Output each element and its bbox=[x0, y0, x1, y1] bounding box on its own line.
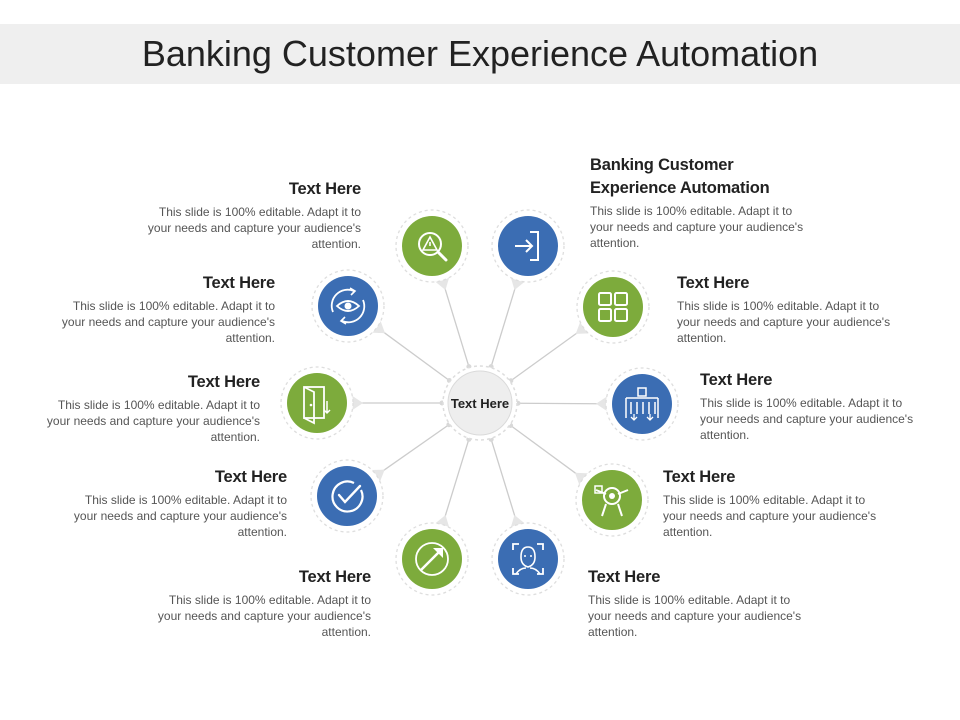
block-heading: Text Here bbox=[288, 180, 361, 198]
node-10 bbox=[311, 269, 386, 343]
text-block-8: Text Here This slide is 100% editable. A… bbox=[67, 466, 287, 540]
text-block-9: Text Here This slide is 100% editable. A… bbox=[40, 371, 260, 445]
building-icon bbox=[625, 387, 659, 421]
text-block-7: Text Here This slide is 100% editable. A… bbox=[151, 566, 371, 640]
target-person-icon bbox=[594, 485, 629, 517]
node-circle bbox=[498, 529, 558, 589]
block-body: This slide is 100% editable. Adapt it to… bbox=[700, 396, 914, 442]
exit-door-icon bbox=[515, 231, 539, 261]
node-circle bbox=[317, 466, 377, 526]
block-heading: Text Here bbox=[677, 274, 750, 292]
node-circle bbox=[287, 373, 347, 433]
check-circle-icon bbox=[331, 480, 364, 513]
node-1 bbox=[395, 209, 469, 290]
block-heading: Text Here bbox=[700, 371, 773, 389]
block-heading: Text Here bbox=[588, 568, 661, 586]
connector-line bbox=[490, 439, 516, 518]
block-body: This slide is 100% editable. Adapt it to… bbox=[677, 299, 891, 345]
block-body: This slide is 100% editable. Adapt it to… bbox=[588, 593, 802, 639]
connector-line bbox=[510, 332, 578, 382]
node-2 bbox=[491, 209, 565, 290]
node-3 bbox=[575, 270, 650, 344]
title-bar: Banking Customer Experience Automation bbox=[0, 24, 960, 84]
block-body: This slide is 100% editable. Adapt it to… bbox=[147, 205, 361, 251]
block-body: This slide is 100% editable. Adapt it to… bbox=[73, 493, 287, 539]
node-circle bbox=[612, 374, 672, 434]
arrow-target-icon bbox=[415, 542, 449, 576]
text-block-10: Text Here This slide is 100% editable. A… bbox=[55, 272, 275, 346]
block-heading: Text Here bbox=[663, 468, 736, 486]
node-pointer bbox=[510, 276, 526, 290]
block-heading: Text Here bbox=[214, 468, 287, 486]
hub-label: Text Here bbox=[451, 396, 509, 411]
block-heading: Banking Customer Experience Automation bbox=[590, 156, 770, 197]
grid-icon bbox=[598, 292, 628, 322]
node-circle bbox=[583, 277, 643, 337]
node-7 bbox=[395, 515, 469, 596]
eye-cycle-icon bbox=[330, 287, 366, 325]
connector-line bbox=[382, 424, 450, 472]
text-block-1: Text Here This slide is 100% editable. A… bbox=[141, 178, 361, 252]
connector-line bbox=[510, 424, 577, 475]
block-body: This slide is 100% editable. Adapt it to… bbox=[61, 299, 275, 345]
node-pointer bbox=[596, 395, 609, 412]
text-block-3: Text Here This slide is 100% editable. A… bbox=[677, 272, 897, 346]
text-block-4: Text Here This slide is 100% editable. A… bbox=[700, 369, 920, 443]
node-6 bbox=[491, 515, 565, 596]
connector-line bbox=[490, 287, 516, 367]
text-block-2: Banking Customer Experience Automation T… bbox=[590, 154, 810, 251]
door-icon bbox=[303, 386, 331, 425]
hub-circle bbox=[447, 370, 513, 436]
node-5 bbox=[574, 463, 649, 537]
block-heading: Text Here bbox=[298, 568, 371, 586]
block-heading: Text Here bbox=[187, 373, 260, 391]
node-circle bbox=[402, 216, 462, 276]
node-pointer bbox=[351, 395, 363, 411]
block-body: This slide is 100% editable. Adapt it to… bbox=[663, 493, 877, 539]
block-heading: Text Here bbox=[202, 274, 275, 292]
node-pointer bbox=[434, 515, 450, 529]
connector-line bbox=[383, 331, 450, 382]
block-body: This slide is 100% editable. Adapt it to… bbox=[157, 593, 371, 639]
node-circle bbox=[582, 470, 642, 530]
block-body: This slide is 100% editable. Adapt it to… bbox=[46, 398, 260, 444]
node-pointer bbox=[510, 515, 526, 529]
connector-line bbox=[444, 287, 470, 367]
connector-line bbox=[444, 439, 470, 518]
warning-search-icon bbox=[418, 232, 448, 262]
text-block-5: Text Here This slide is 100% editable. A… bbox=[663, 466, 883, 540]
node-8 bbox=[310, 459, 385, 533]
block-body: This slide is 100% editable. Adapt it to… bbox=[590, 204, 804, 250]
node-9 bbox=[280, 366, 363, 440]
text-block-6: Text Here This slide is 100% editable. A… bbox=[588, 566, 808, 640]
page-title: Banking Customer Experience Automation bbox=[141, 33, 819, 74]
face-scan-icon bbox=[512, 543, 544, 575]
node-4 bbox=[596, 367, 679, 441]
